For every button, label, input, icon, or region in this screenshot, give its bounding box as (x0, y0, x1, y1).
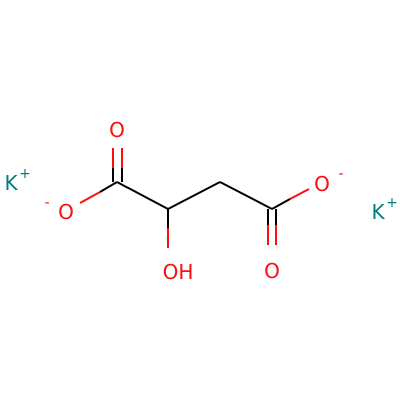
charge-minus-left: - (44, 195, 49, 211)
oxygen-label-right-anion: O (314, 172, 330, 196)
bond-c4-o-single (271, 188, 310, 210)
oxygen-label-left-anion: O (58, 200, 74, 224)
atom-labels: O O - OH O - O K + K + (4, 118, 397, 284)
bond-c2-c3 (167, 181, 221, 210)
bond-c1-c2 (116, 181, 169, 210)
bond-c3-c4 (219, 181, 273, 210)
bond-c1-o-double (112, 148, 123, 182)
bond-c4-o-double (267, 209, 277, 245)
oxygen-label-top-left: O (109, 118, 125, 142)
hydroxyl-label: OH (163, 260, 194, 284)
potassium-label-right: K (371, 200, 385, 224)
charge-plus-left: + (19, 166, 31, 182)
charge-plus-right: + (386, 195, 398, 211)
charge-minus-right: - (338, 166, 343, 182)
bonds (79, 148, 310, 248)
potassium-label-left: K (4, 171, 18, 195)
bond-c1-o-single (79, 181, 118, 204)
oxygen-label-bottom-right: O (264, 259, 280, 283)
